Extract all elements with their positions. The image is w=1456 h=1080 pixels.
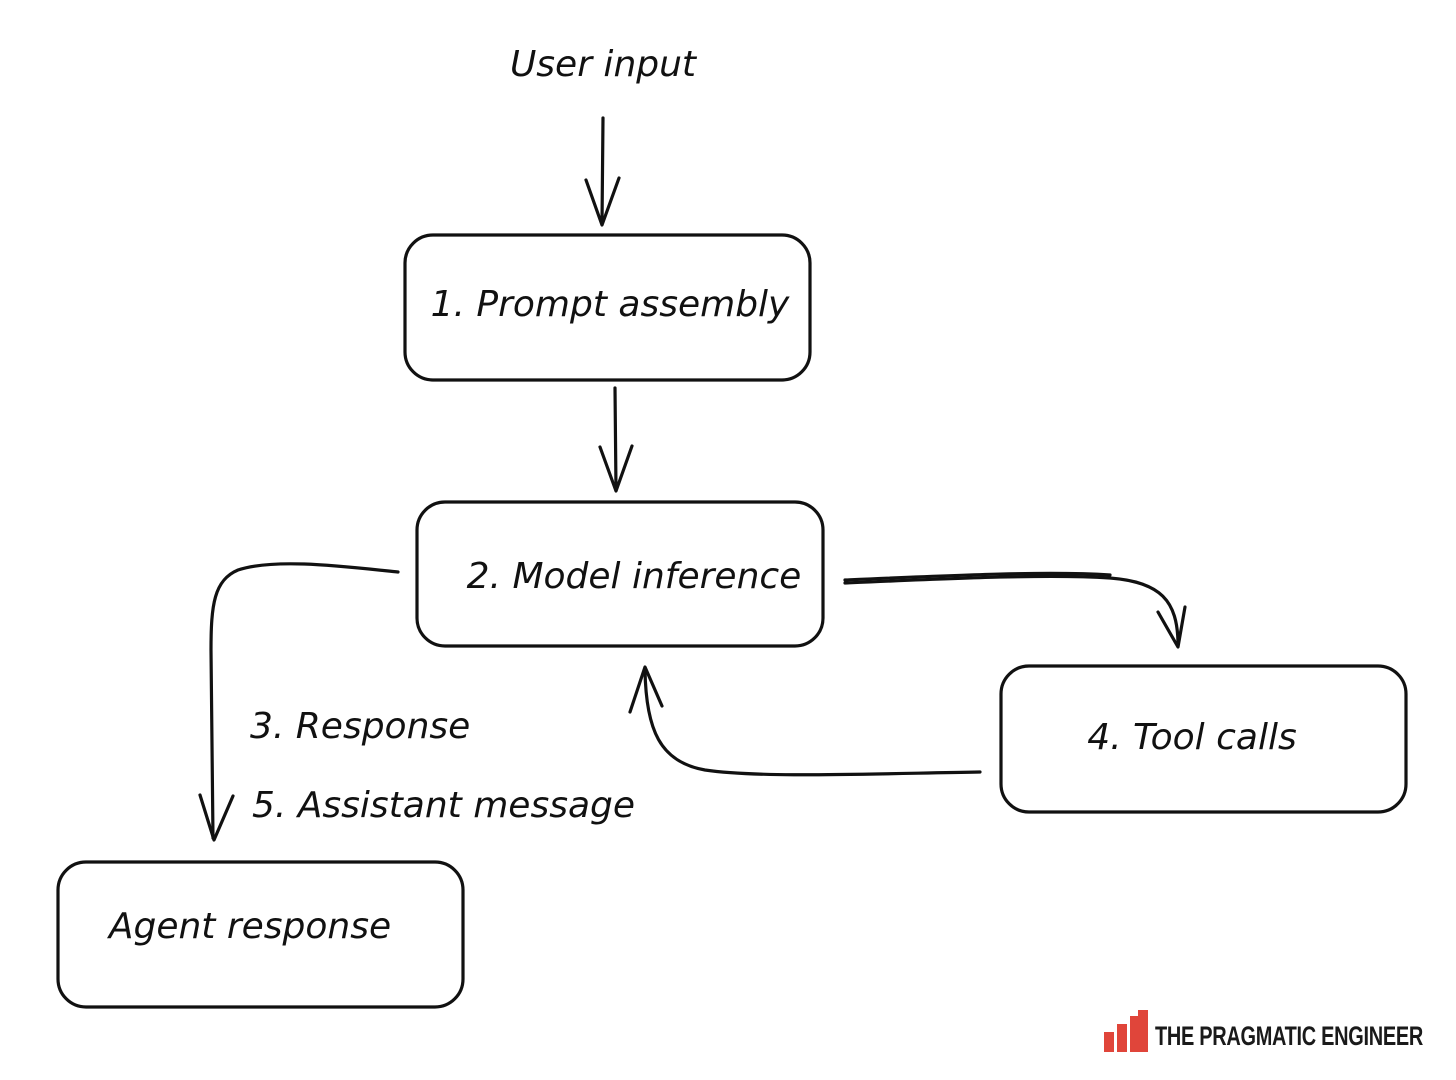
node-prompt-assembly-label: 1. Prompt assembly xyxy=(431,284,790,325)
node-model-inference-label: 2. Model inference xyxy=(467,556,802,597)
node-agent-response: Agent response xyxy=(56,860,465,1009)
node-agent-response-label: Agent response xyxy=(107,906,391,947)
arrow-prompt-to-model xyxy=(598,386,634,493)
brand-logo-bar xyxy=(1130,1016,1140,1052)
arrow-model-to-agent xyxy=(198,562,400,842)
brand-logo-bar xyxy=(1104,1032,1114,1052)
node-tool-calls-label: 4. Tool calls xyxy=(1087,717,1296,758)
brand-logo-bar xyxy=(1117,1024,1127,1052)
brand-logo-bar xyxy=(1138,1010,1148,1052)
edge-label-response: 3. Response xyxy=(250,706,470,747)
user-input-label: User input xyxy=(510,44,698,85)
node-prompt-assembly: 1. Prompt assembly xyxy=(403,233,812,382)
arrow-model-to-tools xyxy=(843,571,1187,649)
arrow-tools-to-model xyxy=(628,665,982,777)
arrow-input-to-prompt xyxy=(584,116,621,227)
node-tool-calls: 4. Tool calls xyxy=(999,664,1408,814)
brand-name: THE PRAGMATIC ENGINEER xyxy=(1155,1021,1423,1051)
node-model-inference: 2. Model inference xyxy=(415,500,825,648)
brand-logo: THE PRAGMATIC ENGINEER xyxy=(1104,1010,1423,1052)
edge-label-assistant-message: 5. Assistant message xyxy=(252,785,635,826)
